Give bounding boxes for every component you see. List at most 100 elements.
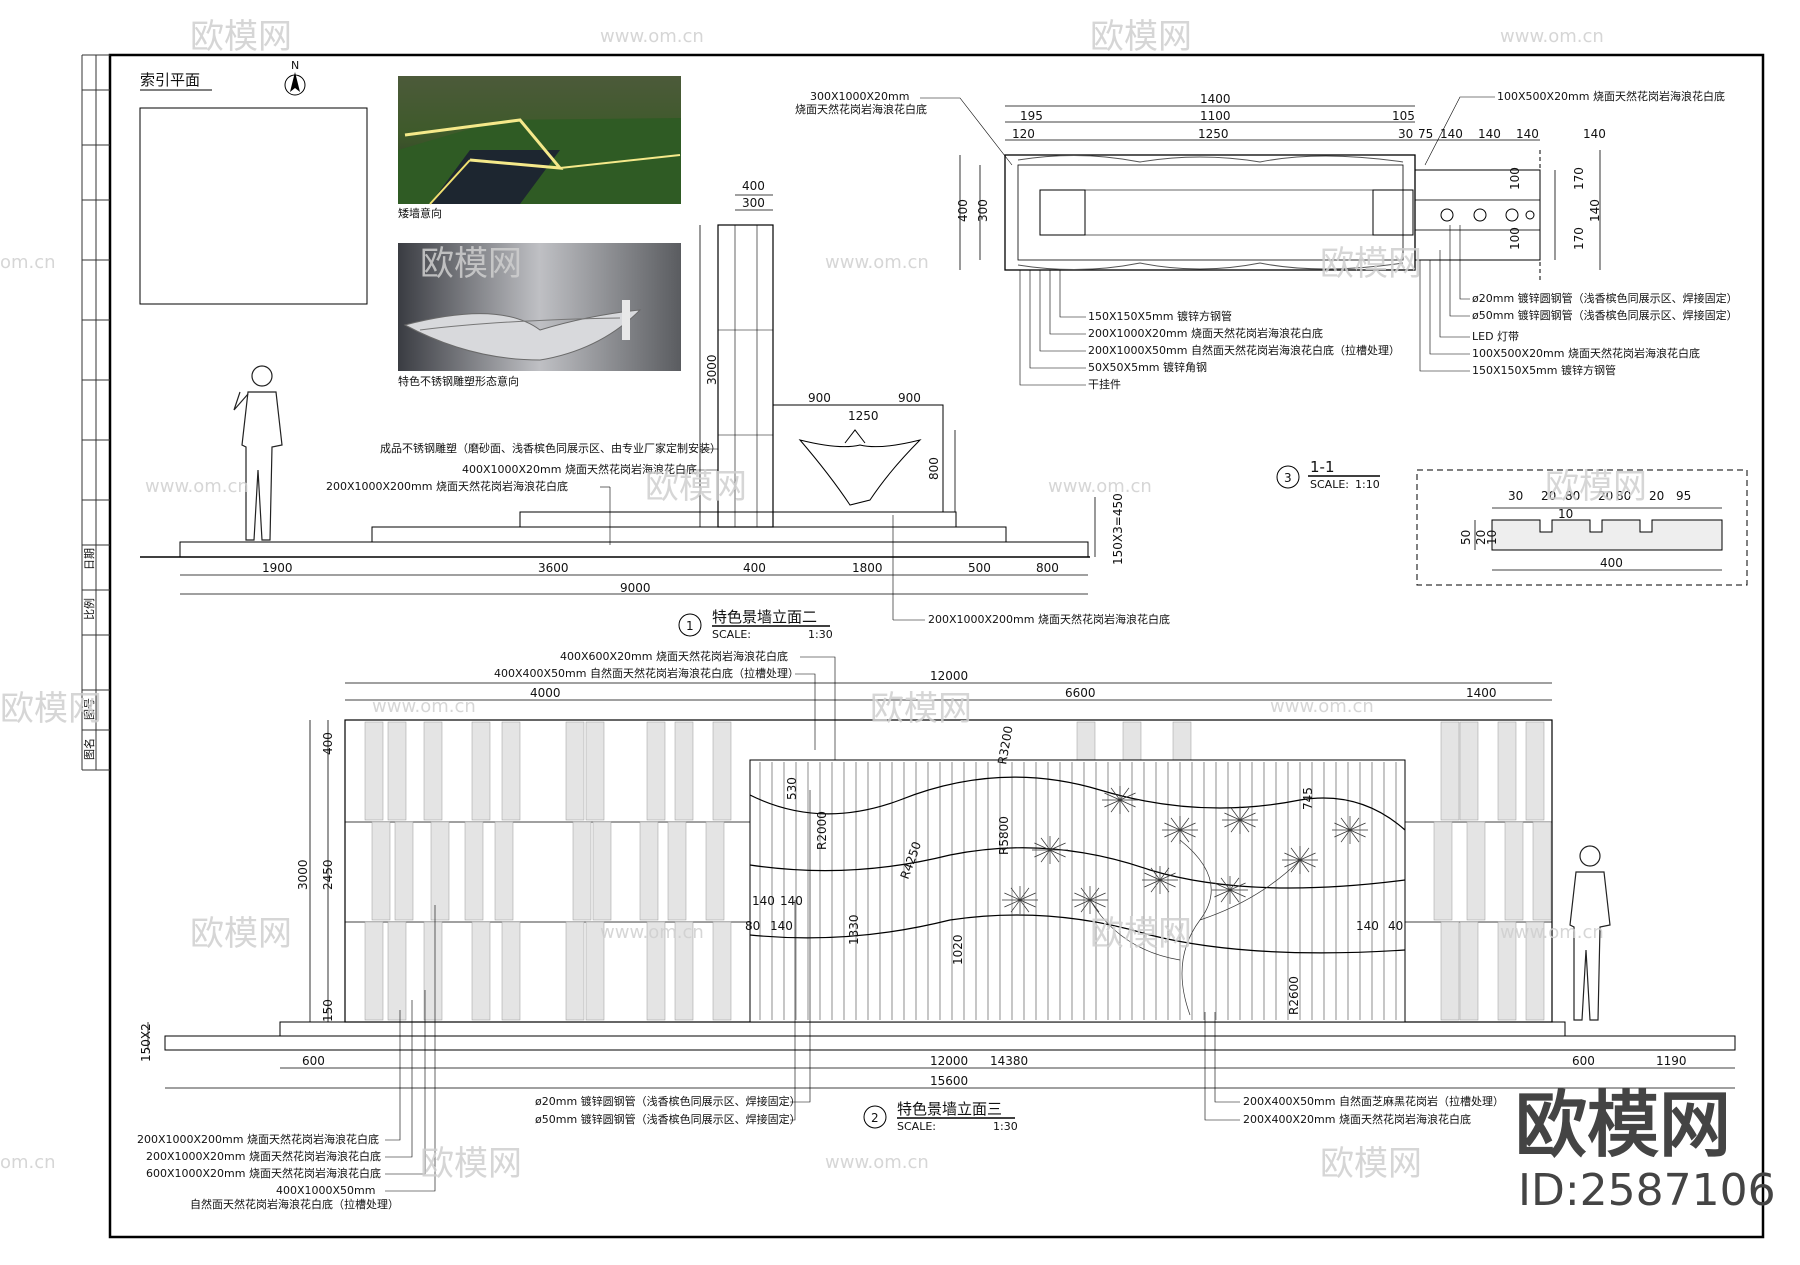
wm-brand-10: 欧模网 bbox=[1090, 914, 1192, 954]
tree-needle bbox=[1034, 842, 1051, 851]
tree-needle bbox=[1224, 812, 1241, 821]
s1-scale-label: SCALE: bbox=[1310, 478, 1349, 491]
stone-panel bbox=[371, 821, 391, 921]
tree-needle bbox=[1150, 879, 1161, 893]
stone-panel bbox=[585, 921, 605, 1021]
tree-needle bbox=[1229, 882, 1246, 891]
wm-site-3: www.om.cn bbox=[825, 252, 929, 273]
tree-needle bbox=[1164, 829, 1181, 838]
tree-needle bbox=[1334, 822, 1351, 831]
tree-needle bbox=[1224, 819, 1241, 828]
e2-inner-13: 140 bbox=[770, 919, 793, 933]
wm-site-short-2: om.cn bbox=[0, 1152, 56, 1173]
stone-panel bbox=[1497, 921, 1517, 1021]
tree-needle bbox=[1150, 867, 1161, 881]
photo1-caption: 矮墙意向 bbox=[398, 206, 442, 220]
e2-inner-5: R5800 bbox=[997, 816, 1011, 855]
tree-needle bbox=[1284, 859, 1301, 868]
s1-label-top-1: 300X1000X20mm bbox=[810, 90, 910, 103]
stone-panel bbox=[565, 921, 585, 1021]
stone-panel bbox=[364, 721, 384, 821]
tree-needle bbox=[1164, 822, 1181, 831]
stone-panel bbox=[471, 921, 491, 1021]
e2-dim-left-5: 150X2 bbox=[139, 1023, 153, 1062]
tree-needle bbox=[1239, 819, 1250, 833]
tree-needle bbox=[1074, 892, 1091, 901]
north-arrow-icon: N bbox=[284, 59, 306, 96]
wm-site-6: www.om.cn bbox=[372, 696, 476, 717]
tree-needle bbox=[1080, 887, 1091, 901]
s1-label-left-5: 干挂件 bbox=[1088, 377, 1121, 391]
s1-dim-right-4: 170 bbox=[1572, 227, 1586, 250]
strip-text-3: 比例 bbox=[82, 598, 96, 620]
s1-dim-5: 120 bbox=[1012, 127, 1035, 141]
tree-needle bbox=[1299, 847, 1310, 861]
s1-dim-4: 105 bbox=[1392, 109, 1415, 123]
tree-needle bbox=[1159, 867, 1170, 881]
e1-dim-6: 800 bbox=[1036, 561, 1059, 575]
wm-site-8: www.om.cn bbox=[600, 922, 704, 943]
stone-panel bbox=[1532, 821, 1552, 921]
stone-panel bbox=[387, 721, 407, 821]
tree-needle bbox=[1034, 849, 1051, 858]
e2-label-left-4: 400X1000X50mm bbox=[276, 1184, 376, 1197]
tree-needle bbox=[1340, 817, 1351, 831]
s1-scale: 1:10 bbox=[1355, 478, 1380, 491]
s1-dim-7: 30 bbox=[1398, 127, 1413, 141]
e2-label-mid-1: ø20mm 镀锌圆钢管（浅香槟色同展示区、焊接固定） bbox=[535, 1094, 801, 1108]
tree-needle bbox=[1229, 877, 1240, 891]
e1-title: 特色景墙立面二 bbox=[712, 608, 817, 626]
wm-site-4: www.om.cn bbox=[145, 476, 249, 497]
s1-label-right-4: 100X500X20mm 烧面天然花岗岩海浪花白底 bbox=[1472, 346, 1700, 360]
tree-needle bbox=[1049, 849, 1066, 858]
wm-site-2: www.om.cn bbox=[1500, 26, 1604, 47]
d-dim-left-4: 10 bbox=[1485, 530, 1499, 545]
stone-panel bbox=[394, 821, 414, 921]
stone-panel bbox=[387, 921, 407, 1021]
tree-needle bbox=[1159, 872, 1176, 881]
d-dim-width: 400 bbox=[1600, 556, 1623, 570]
tree-needle bbox=[1110, 799, 1121, 813]
stone-panel bbox=[464, 821, 484, 921]
e2-inner-8: 1330 bbox=[847, 914, 861, 945]
photo-sculpture: 特色不锈钢雕塑形态意向 bbox=[398, 243, 681, 388]
e2-inner-12: 80 bbox=[745, 919, 760, 933]
e2-inner-6: 745 bbox=[1301, 787, 1315, 810]
brand-logo-text: 欧模网 bbox=[1515, 1083, 1731, 1167]
e2-label-left-1: 200X1000X200mm 烧面天然花岗岩海浪花白底 bbox=[137, 1132, 379, 1146]
e2-label-right-1: 200X400X50mm 自然面芝麻黑花岗岩（拉槽处理） bbox=[1243, 1094, 1504, 1108]
stone-panel bbox=[494, 821, 514, 921]
tree-sketch bbox=[1002, 786, 1368, 1016]
e1-dim-2: 3600 bbox=[538, 561, 569, 575]
stone-panel bbox=[423, 921, 443, 1021]
e1-basin-w3: 1250 bbox=[848, 409, 879, 423]
tree-needle bbox=[1340, 829, 1351, 843]
tree-needle bbox=[1089, 887, 1100, 901]
photo2-caption: 特色不锈钢雕塑形态意向 bbox=[398, 374, 519, 388]
tree-needle bbox=[1004, 892, 1021, 901]
person-figure-icon bbox=[233, 365, 283, 541]
tree-needle bbox=[1230, 819, 1241, 833]
stone-panel bbox=[646, 721, 666, 821]
d-dim-left-1: 50 bbox=[1459, 530, 1473, 545]
s1-dim-right-2: 170 bbox=[1572, 167, 1586, 190]
s1-label-right-1: ø20mm 镀锌圆钢管（浅香槟色同展示区、焊接固定） bbox=[1472, 291, 1738, 305]
tree-needle bbox=[1214, 889, 1231, 898]
section-1-1: 1400 195 1100 105 120 1250 30 75 140 140… bbox=[795, 89, 1738, 491]
tree-needle bbox=[1049, 842, 1066, 851]
tree-needle bbox=[1089, 899, 1106, 908]
wm-brand-7: 欧模网 bbox=[0, 689, 102, 729]
e2-dim-left-2: 3000 bbox=[296, 859, 310, 890]
s1-label-left-4: 50X50X5mm 镀锌角钢 bbox=[1088, 360, 1207, 374]
s1-dim-12: 140 bbox=[1583, 127, 1606, 141]
tree-needle bbox=[1019, 892, 1036, 901]
wm-site-10: www.om.cn bbox=[825, 1152, 929, 1173]
elevation-2: 12000 4000 6600 1400 400 3000 2450 150 1… bbox=[137, 649, 1736, 1211]
wm-site-7: www.om.cn bbox=[1270, 696, 1374, 717]
stone-panel bbox=[1525, 921, 1545, 1021]
wm-site-short-1: om.cn bbox=[0, 252, 56, 273]
tree-needle bbox=[1229, 889, 1240, 903]
s1-dim-left-2: 300 bbox=[976, 199, 990, 222]
stone-panel bbox=[1433, 821, 1453, 921]
